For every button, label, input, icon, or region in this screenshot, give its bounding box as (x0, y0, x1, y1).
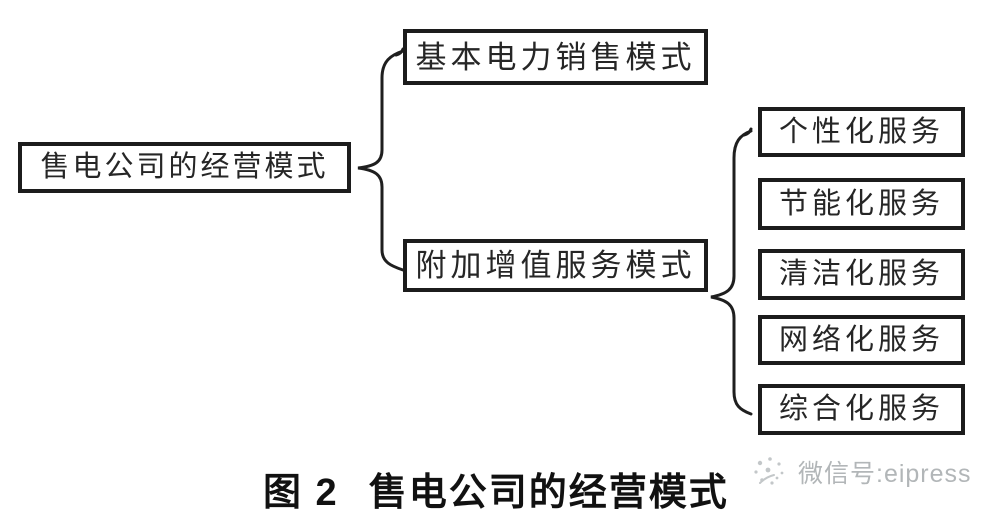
node-basic-sales-label: 基本电力销售模式 (415, 39, 696, 75)
root-brace (357, 49, 405, 272)
node-service-personalized: 个性化服务 (758, 107, 965, 157)
node-root: 售电公司的经营模式 (18, 142, 351, 193)
node-value-added-label: 附加增值服务模式 (415, 248, 696, 283)
services-brace (710, 129, 753, 416)
node-service-energy-saving-label: 节能化服务 (778, 187, 944, 220)
node-service-network: 网络化服务 (758, 315, 965, 365)
node-root-label: 售电公司的经营模式 (40, 151, 329, 183)
node-service-clean: 清洁化服务 (758, 249, 965, 300)
services-brace-tip (742, 127, 753, 137)
root-brace-tip (394, 47, 405, 57)
node-service-energy-saving: 节能化服务 (758, 178, 965, 230)
watermark-text: 微信号:eipress (798, 460, 972, 488)
node-value-added-model: 附加增值服务模式 (403, 239, 708, 292)
publisher-dandelion-logo-icon (754, 457, 784, 485)
figure-number: 图 2 (263, 472, 339, 514)
node-service-comprehensive: 综合化服务 (758, 384, 965, 435)
node-service-comprehensive-label: 综合化服务 (778, 393, 944, 425)
node-service-network-label: 网络化服务 (778, 323, 944, 356)
figure-caption: 图 2 售电公司的经营模式 (263, 461, 729, 516)
node-basic-sales-model: 基本电力销售模式 (403, 29, 708, 85)
node-service-clean-label: 清洁化服务 (778, 258, 944, 290)
figure-title: 售电公司的经营模式 (368, 472, 729, 514)
node-service-personalized-label: 个性化服务 (778, 115, 944, 148)
watermark: 微信号:eipress (750, 453, 972, 491)
